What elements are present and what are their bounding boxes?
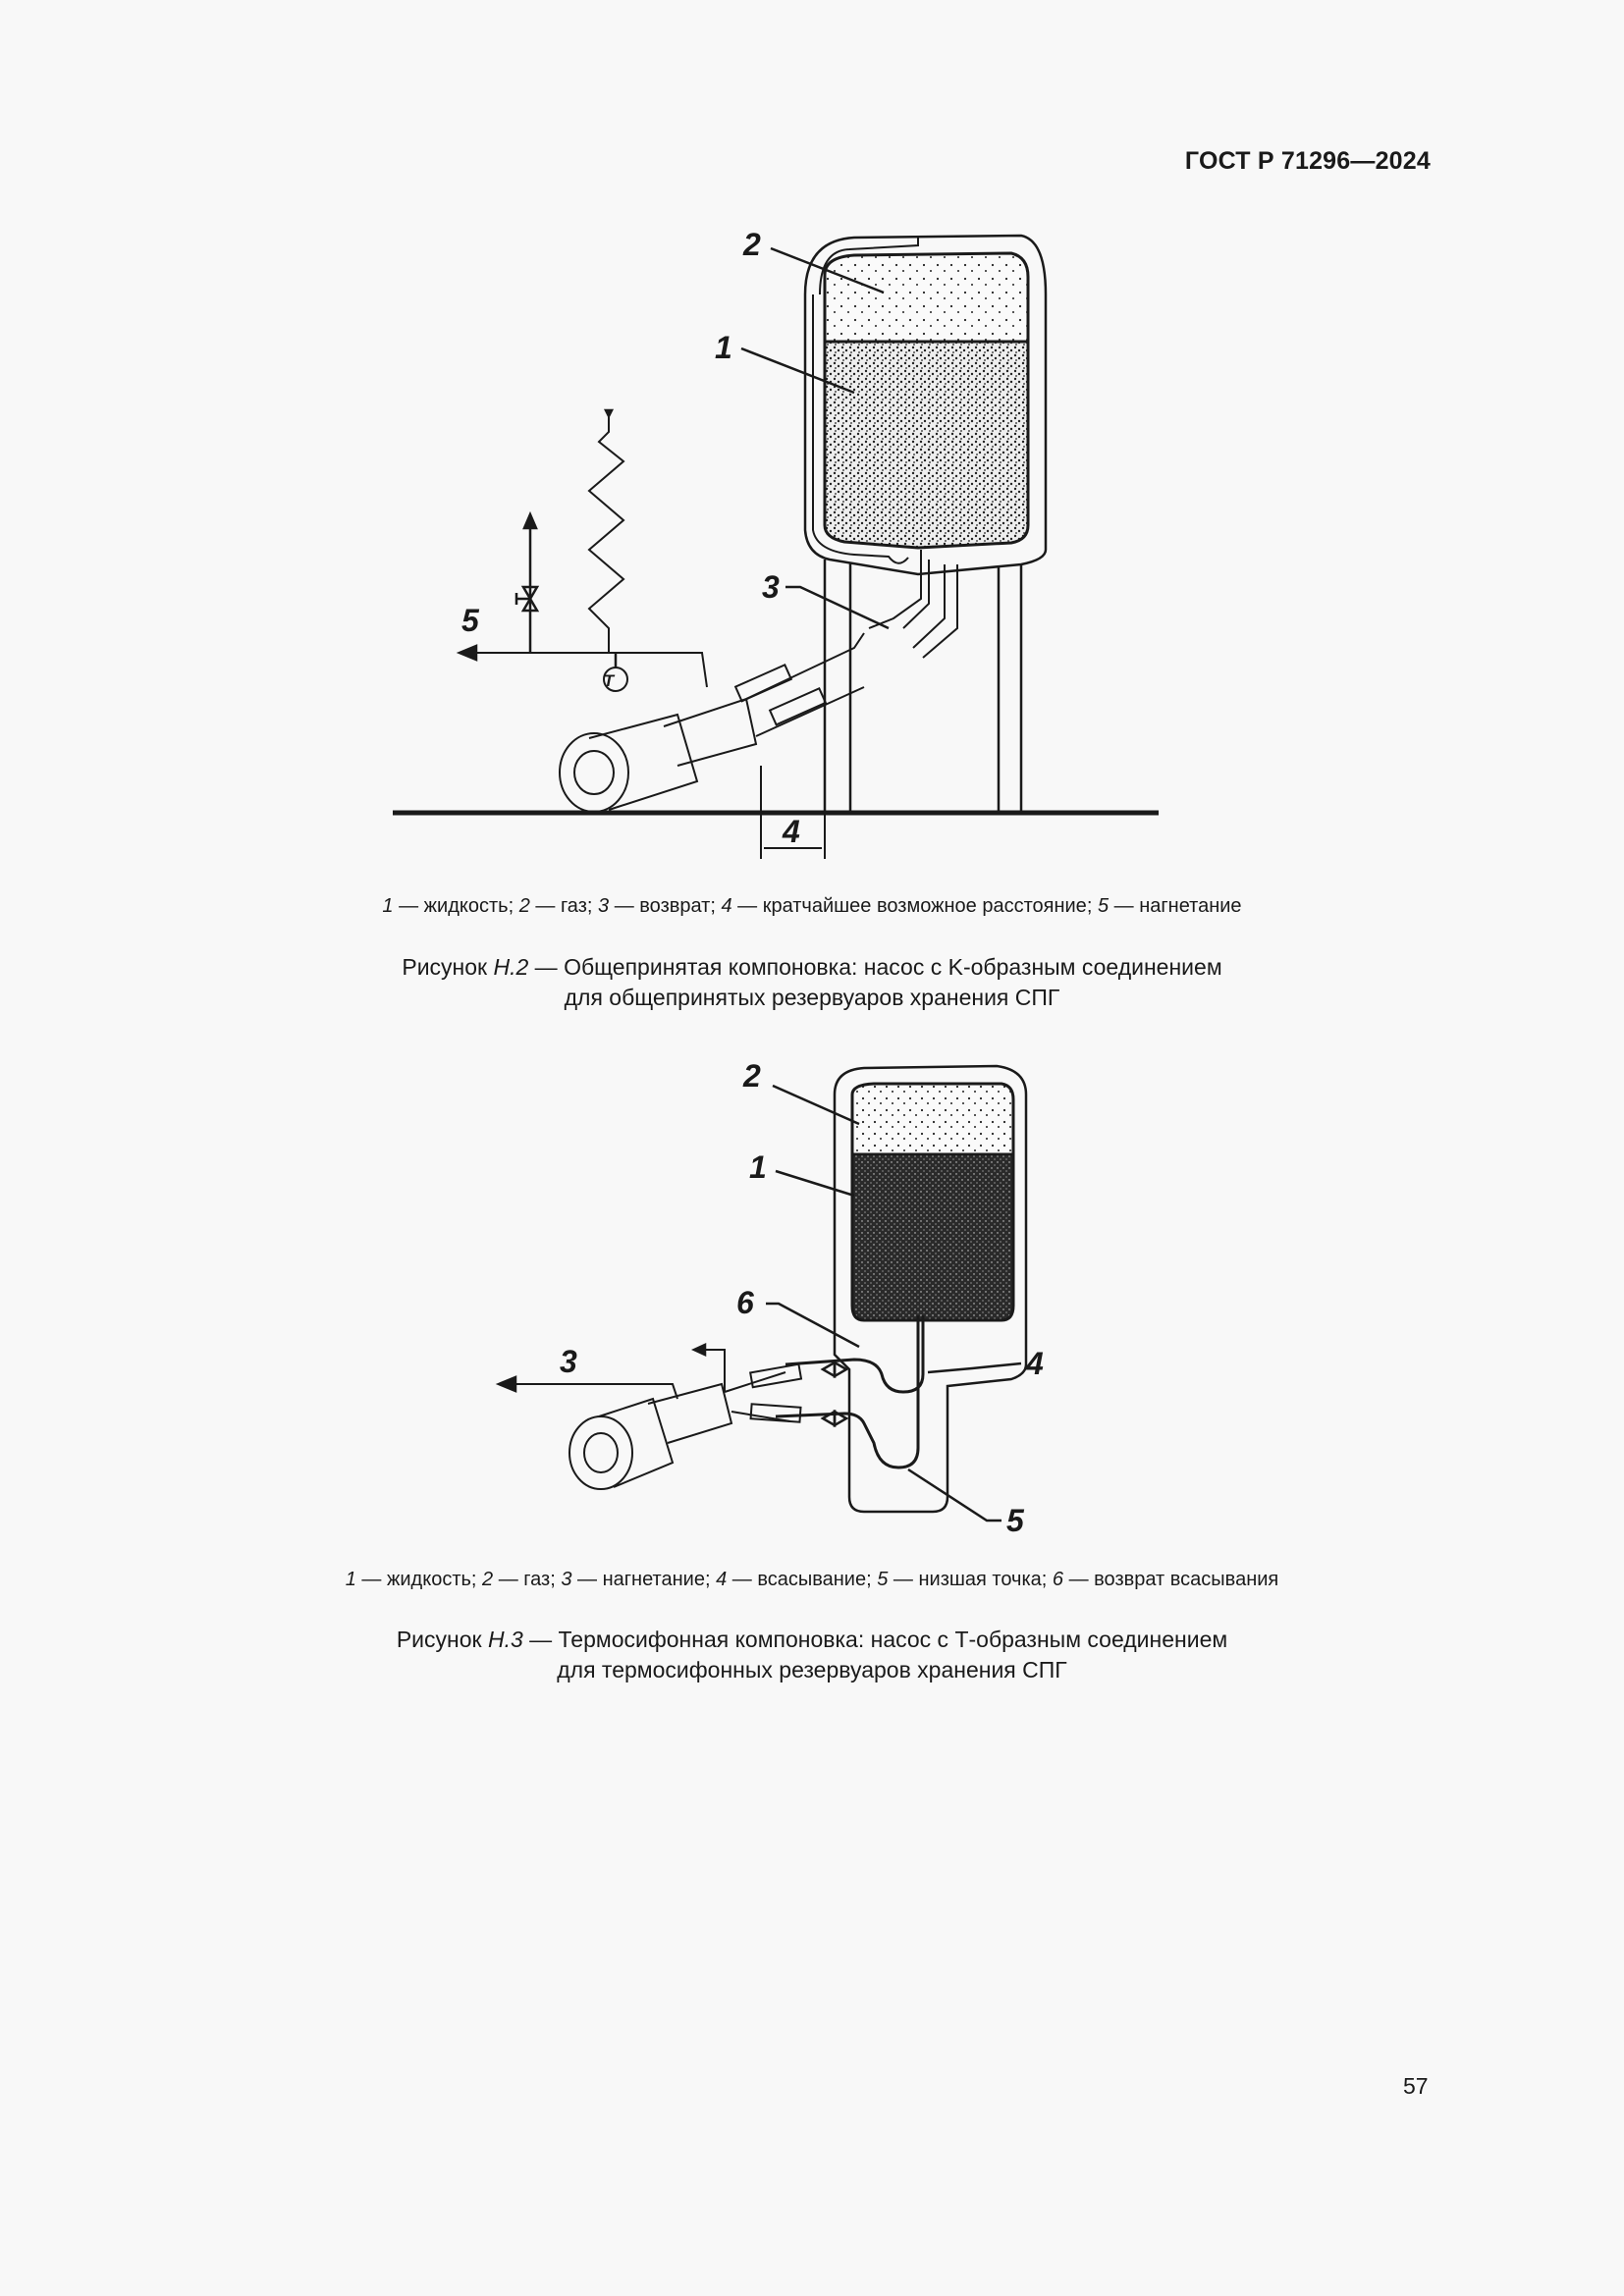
figure-h3-legend: 1 — жидкость; 2 — газ; 3 — нагнетание; 4… (345, 1569, 1279, 1590)
callout-1: 1 (749, 1149, 767, 1185)
callout-4: 4 (1025, 1346, 1044, 1381)
figure-h2-diagram: 2 1 3 4 5 T (393, 227, 1159, 859)
figure-h3-caption: Рисунок Н.3 — Термосифонная компоновка: … (396, 1627, 1228, 1682)
page-number: 57 (1403, 2073, 1429, 2099)
figure-h3-diagram: 2 1 3 4 5 6 (495, 1058, 1044, 1538)
callout-4: 4 (782, 814, 800, 849)
callout-3: 3 (560, 1344, 577, 1379)
callout-2: 2 (742, 1058, 761, 1094)
callout-5: 5 (461, 603, 480, 638)
callout-2: 2 (742, 227, 761, 262)
document-standard-id: ГОСТ Р 71296—2024 (1184, 147, 1431, 175)
callout-3: 3 (762, 569, 780, 605)
figure-h2-caption: Рисунок Н.2 — Общепринятая компоновка: н… (402, 954, 1222, 1010)
figure-h2-legend: 1 — жидкость; 2 — газ; 3 — возврат; 4 — … (382, 895, 1242, 917)
callout-6: 6 (736, 1285, 754, 1320)
callout-1: 1 (715, 330, 732, 365)
temperature-instrument-label: T (604, 671, 616, 690)
callout-5: 5 (1006, 1503, 1025, 1538)
